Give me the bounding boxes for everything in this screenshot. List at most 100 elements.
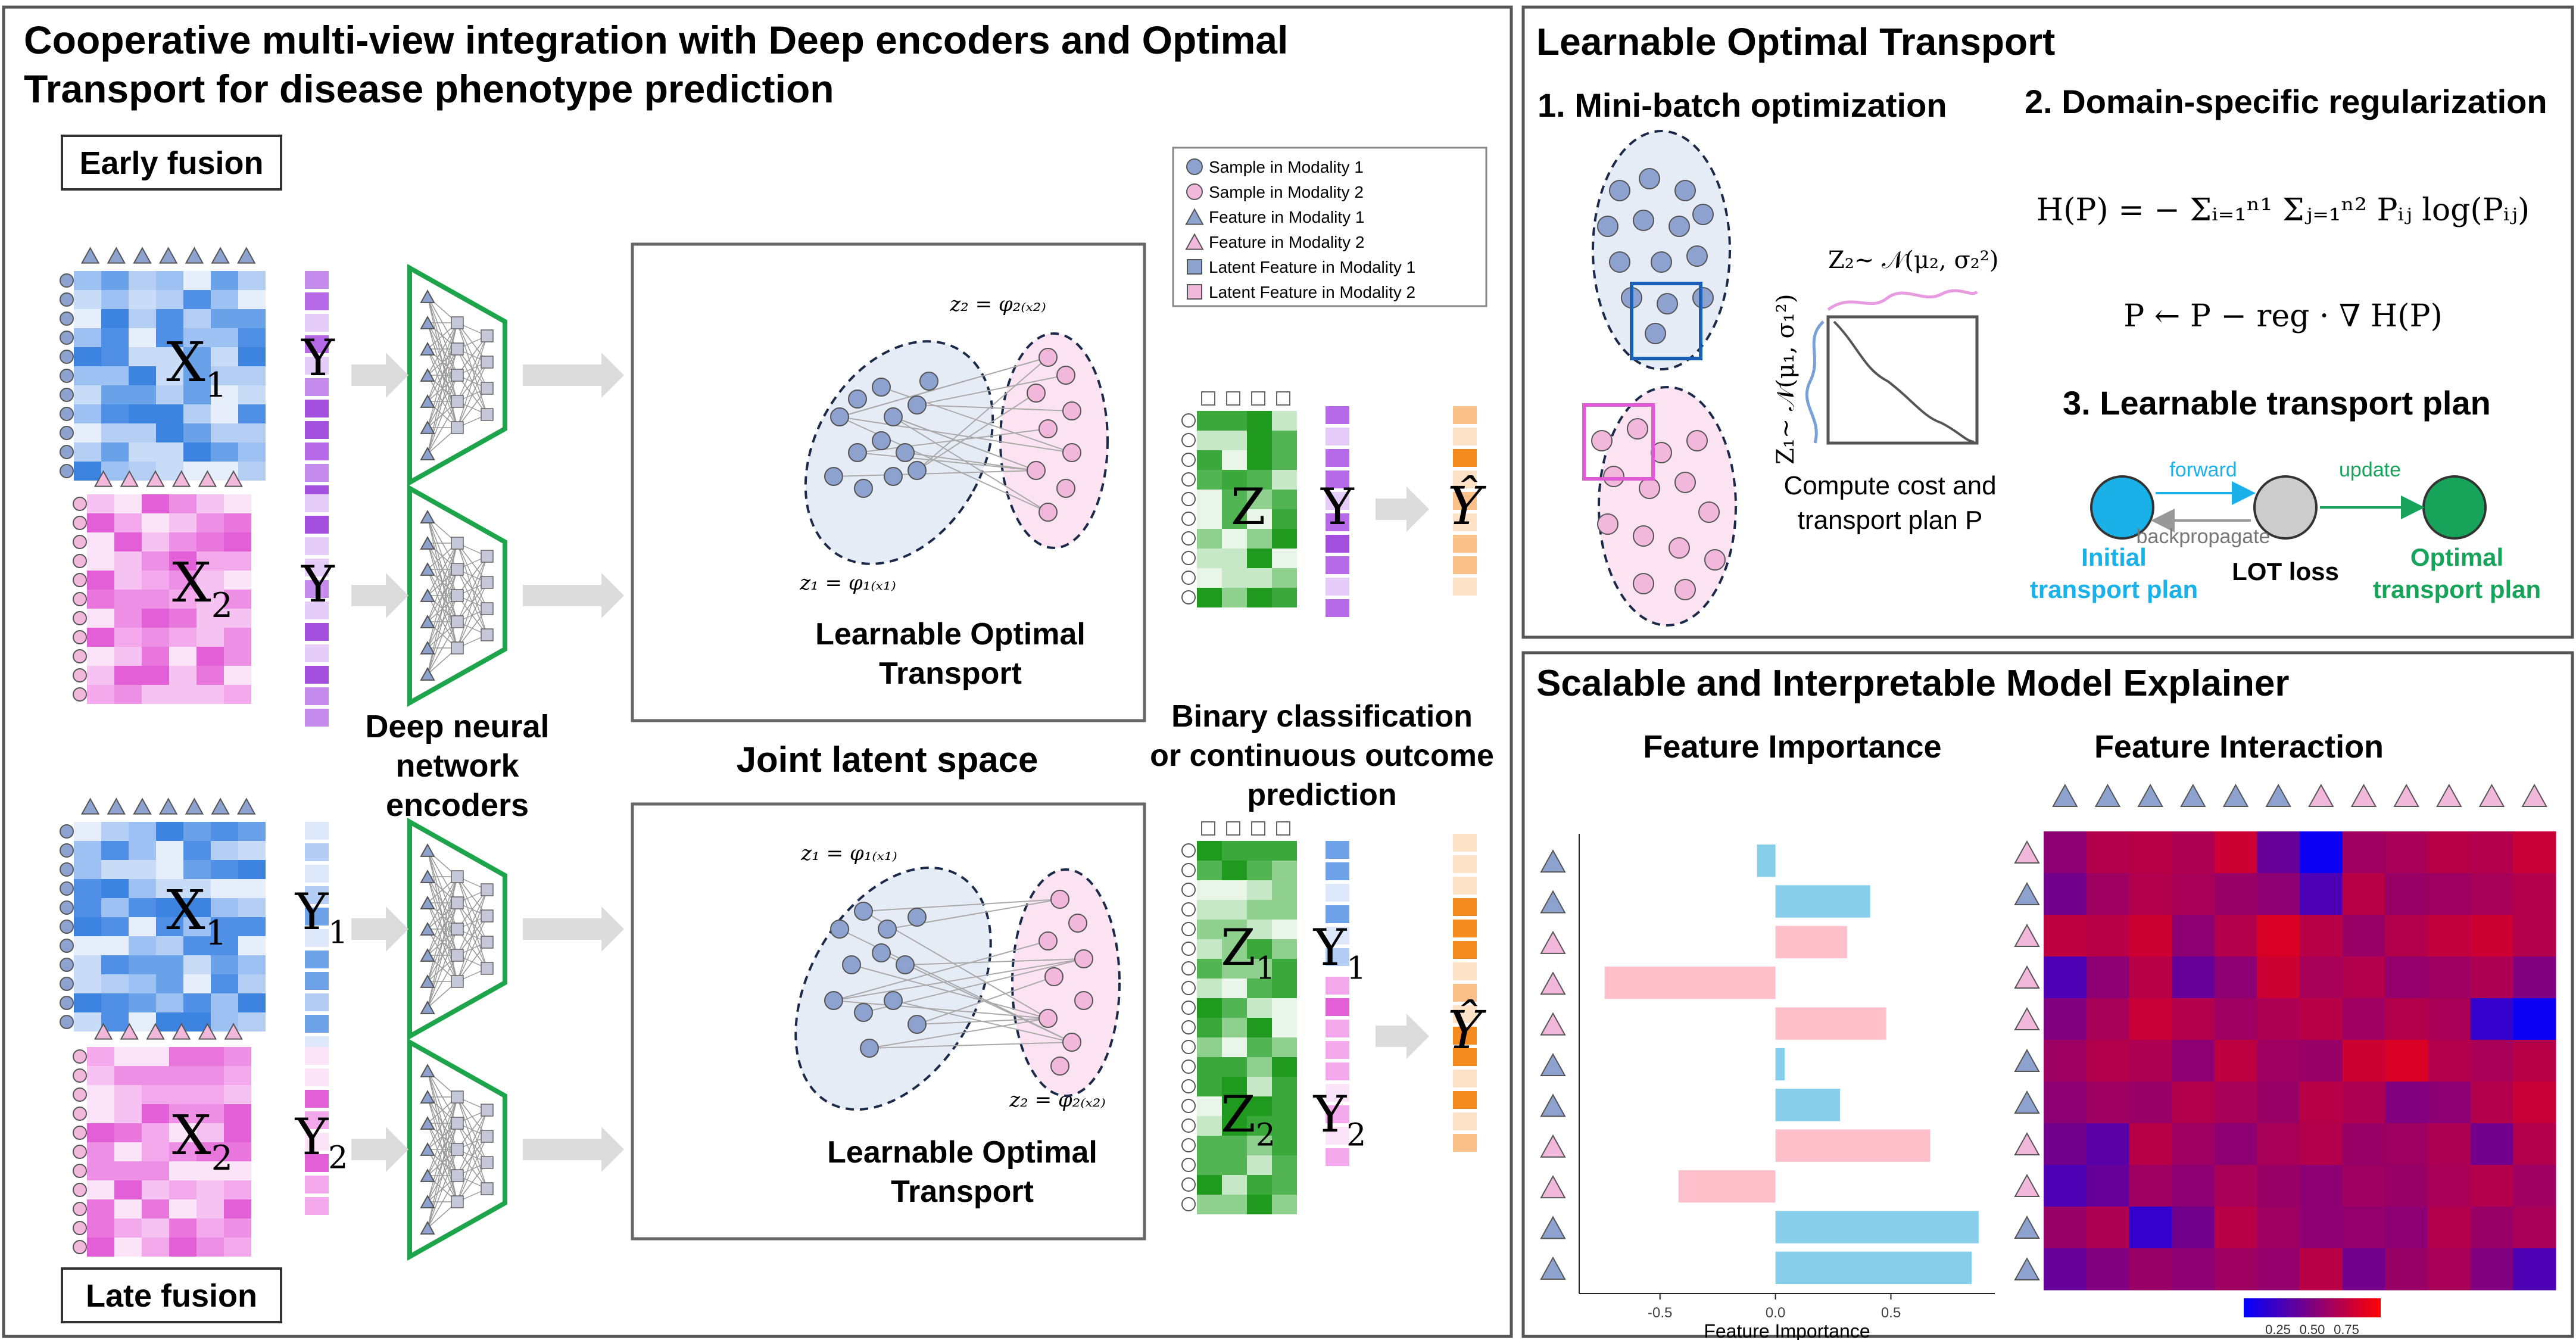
y-cell [305, 972, 329, 990]
y-cell [1326, 948, 1349, 966]
matrix-cell [74, 1012, 101, 1032]
matrix-cell [142, 1219, 169, 1238]
encoder-hidden-node [481, 1156, 494, 1169]
matrix-cell [87, 647, 114, 666]
heatmap-cell [2513, 956, 2556, 999]
lot-step3: 3. Learnable transport plan [2063, 384, 2491, 422]
y-cell [305, 929, 329, 947]
arrow-to-encoder-3 [351, 1127, 408, 1172]
encoder-input-node [420, 667, 435, 681]
heatmap-row-triangle [2014, 1048, 2040, 1072]
heatmap-cell [2129, 915, 2172, 957]
batch-point-modality1 [1692, 287, 1714, 308]
latent-cell [1222, 880, 1247, 900]
encoder-input-node [420, 1001, 435, 1014]
matrix-cell [211, 879, 238, 898]
encoder-hidden-node [481, 1182, 494, 1195]
latent-cell [1222, 1136, 1247, 1155]
y-cell [305, 537, 329, 555]
y-cell [305, 1133, 329, 1151]
encoder-edge [457, 889, 488, 982]
sample-circle [73, 1068, 87, 1083]
matrix-cell [129, 860, 156, 879]
matrix-cell [169, 647, 197, 666]
matrix-cell [169, 1199, 197, 1219]
matrix-cell [238, 860, 266, 879]
batch-point-modality1 [1633, 210, 1654, 231]
feature-triangle [107, 797, 126, 815]
matrix-cell [238, 917, 266, 936]
latent-cell [1197, 978, 1222, 998]
matrix-cell [142, 609, 169, 628]
matrix-cell [238, 462, 266, 481]
heatmap-cell [2044, 873, 2087, 915]
matrix-cell [169, 628, 197, 647]
lot-loss-node [2253, 475, 2318, 540]
matrix-cell [238, 404, 266, 423]
heatmap-cell [2513, 1207, 2556, 1249]
cluster-modality2-top [999, 332, 1109, 549]
encoder-input-node [420, 870, 435, 883]
y-cell [1326, 1020, 1349, 1037]
matrix-cell [238, 347, 266, 366]
latent-cell [1247, 1037, 1272, 1057]
heatmap-cell [2342, 1082, 2385, 1124]
latent-cell [1197, 549, 1222, 568]
latent-cell [1222, 1018, 1247, 1037]
transport-line [839, 357, 1049, 417]
latent-cell [1222, 861, 1247, 880]
y-cell [305, 1197, 329, 1215]
matrix-cell [74, 462, 101, 481]
lot-label-top-line2: Transport [879, 656, 1022, 691]
encoder-input-node [420, 615, 435, 628]
y-cell [1453, 984, 1477, 1002]
latent-cell [1272, 900, 1297, 920]
encoder-edge [457, 1136, 488, 1202]
heatmap-cell [2342, 1165, 2385, 1207]
importance-bar [1775, 1048, 1785, 1081]
encoder-input-node [420, 420, 435, 434]
heatmap-cell [2385, 915, 2428, 957]
latent-point-modality1 [824, 991, 843, 1010]
latent-cell [1197, 509, 1222, 529]
heatmap-cell [2086, 998, 2129, 1040]
batch-point-modality2 [1674, 472, 1696, 493]
legend-marker-square [1187, 284, 1202, 300]
latent-cell [1222, 1175, 1247, 1195]
encoder-edge [457, 582, 488, 649]
matrix-cell [114, 1180, 142, 1199]
heatmap-cell [2257, 998, 2300, 1040]
matrix-cell [101, 879, 129, 898]
optimal-plan-node [2422, 475, 2487, 540]
heatmap-cell [2300, 1123, 2343, 1166]
heatmap-cell [2470, 1207, 2513, 1249]
transport-line [851, 964, 1049, 1019]
matrix-cell [169, 1085, 197, 1104]
legend-label: Sample in Modality 1 [1209, 158, 1364, 176]
encoder-hidden-node [481, 909, 494, 923]
heatmap-cell [2342, 873, 2385, 915]
heatmap-cell [2257, 1165, 2300, 1207]
latent-sample-circle [1181, 942, 1196, 956]
batch-point-modality2 [1669, 537, 1690, 559]
matrix-cell [142, 551, 169, 571]
latent-feature-square [1276, 391, 1290, 406]
encoder-input-node [420, 896, 435, 909]
y-cell [305, 292, 329, 310]
y-cell [1453, 1048, 1477, 1066]
forward-label: forward [2169, 459, 2237, 481]
matrix-cell [224, 1161, 251, 1180]
sample-circle [73, 687, 87, 702]
heatmap-row-triangle [2014, 840, 2040, 864]
latent-cell [1197, 1195, 1222, 1214]
y-cell [1326, 884, 1349, 902]
heatmap-cell [2257, 915, 2300, 957]
matrix-cell [101, 974, 129, 993]
matrix-cell [101, 309, 129, 328]
matrix-cell [114, 666, 142, 685]
transport-line [869, 1042, 1072, 1049]
encoder-edge [457, 556, 488, 622]
importance-bar [1604, 967, 1776, 999]
y-column-late-2 [305, 1047, 329, 1215]
heatmap-cell [2129, 1123, 2172, 1166]
